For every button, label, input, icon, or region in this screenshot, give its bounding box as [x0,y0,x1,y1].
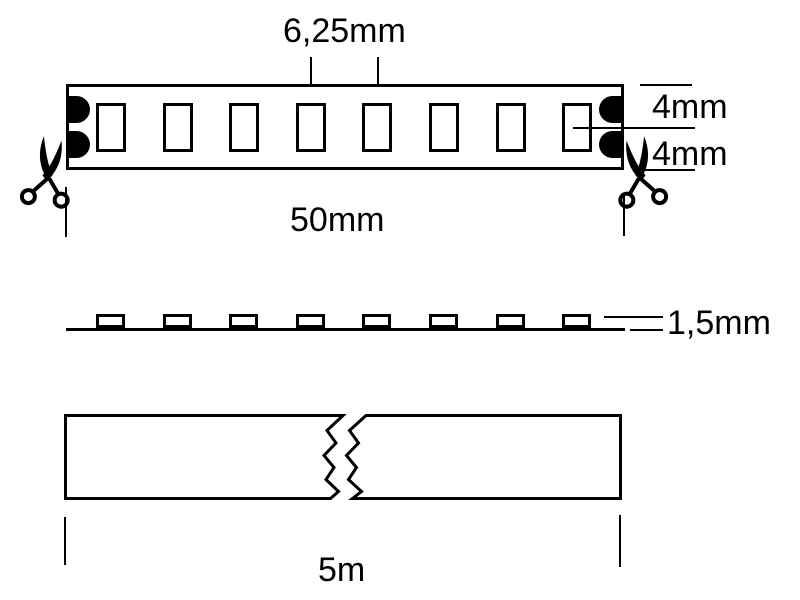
led-chip-side [429,314,458,328]
led-chip [96,103,126,152]
solder-pad [68,96,90,123]
segment-extension-line-left [65,187,67,237]
reel-length-label: 5m [318,551,366,589]
side-view-baseline [66,328,625,331]
led-chip [496,103,526,152]
reel-extension-line-left [64,517,66,565]
led-chip-side [163,314,192,328]
led-chip [429,103,459,152]
led-chip-side [296,314,325,328]
led-chip-side [496,314,525,328]
led-chip [296,103,326,152]
reel-extension-line-right [619,515,621,567]
pitch-dimension-label: 6,25mm [283,12,406,50]
led-chip-side [562,314,591,328]
led-chip-side [229,314,258,328]
led-chip-side [362,314,391,328]
led-chip [229,103,259,152]
solder-pad [599,96,621,123]
width-upper-label: 4mm [652,88,728,126]
led-chip [163,103,193,152]
segment-extension-line-right [623,196,625,236]
width-tick-top [640,84,692,86]
strip-body-outline [66,84,624,170]
led-chip-side [96,314,125,328]
segment-length-label: 50mm [290,201,385,239]
height-leader-lower [630,329,663,331]
led-chip [362,103,392,152]
height-label: 1,5mm [667,304,771,342]
width-tick-middle [573,127,695,129]
height-leader-upper [604,316,663,318]
